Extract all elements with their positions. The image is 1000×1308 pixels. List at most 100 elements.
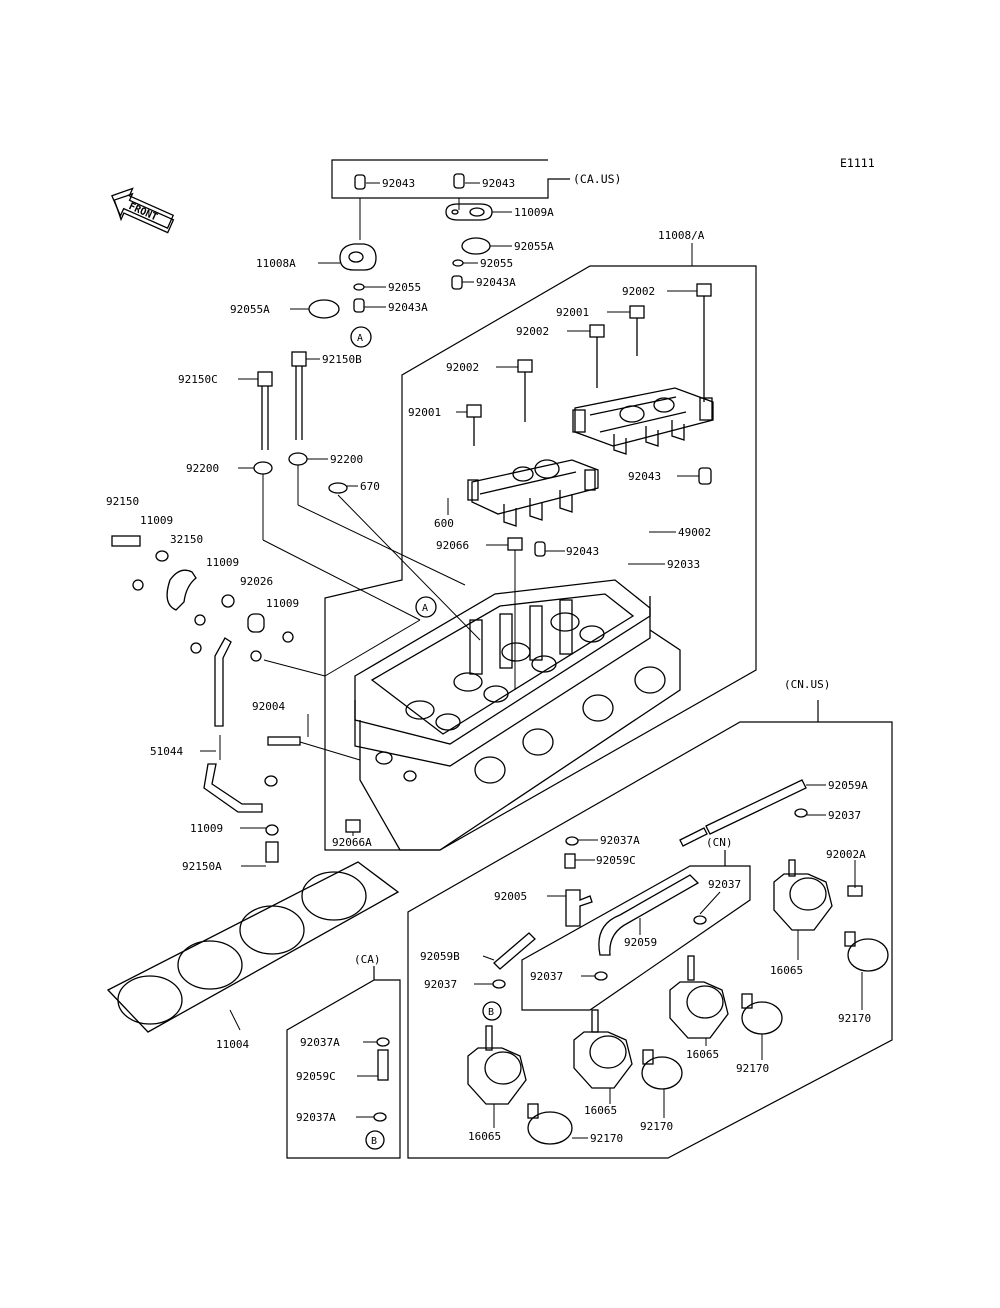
callout-92150: 92150 — [106, 495, 139, 508]
oil-passage-parts — [308, 198, 493, 319]
callout-92150a: 92150A — [182, 860, 222, 873]
ref-marker-b-lower: B — [365, 1130, 385, 1150]
callout-92170: 92170 — [838, 1012, 871, 1025]
callout-92002: 92002 — [622, 285, 655, 298]
callout-92059b: 92059B — [420, 950, 460, 963]
callout-labels: 92043 92043 11009A 11008A 92055A 92055 9… — [106, 177, 871, 1145]
callout-11009: 11009 — [206, 556, 239, 569]
bolt-92001-b-head — [466, 404, 482, 418]
ref-marker-b-upper: B — [482, 1001, 502, 1021]
callout-11009: 11009 — [190, 822, 223, 835]
callout-92037: 92037 — [530, 970, 563, 983]
callout-92037a: 92037A — [600, 834, 640, 847]
group-label-cn-us: (CN.US) — [784, 678, 830, 691]
callout-16065: 16065 — [468, 1130, 501, 1143]
bolt-92002-c-head — [517, 359, 533, 373]
callout-16065: 16065 — [770, 964, 803, 977]
group-label-cn: (CN) — [706, 836, 733, 849]
cylinder-head-body — [354, 579, 681, 851]
camshaft-cap-rear — [572, 387, 714, 455]
callout-92033: 92033 — [667, 558, 700, 571]
bolt-92002-b-head — [589, 324, 605, 338]
o-ring-670 — [328, 482, 348, 494]
callout-92055a: 92055A — [230, 303, 270, 316]
callout-92037: 92037 — [708, 878, 741, 891]
callout-92002: 92002 — [516, 325, 549, 338]
head-gasket-11004 — [106, 861, 400, 1033]
callout-92055: 92055 — [388, 281, 421, 294]
callout-92001: 92001 — [556, 306, 589, 319]
callout-92026: 92026 — [240, 575, 273, 588]
vacuum-hoses — [373, 779, 808, 1122]
svg-text:B: B — [371, 1136, 377, 1147]
ca-us-group: (CA.US) — [331, 159, 621, 199]
stud-92004 — [267, 736, 361, 761]
callout-92055a: 92055A — [514, 240, 554, 253]
callout-92043: 92043 — [628, 470, 661, 483]
callout-92059c: 92059C — [596, 854, 636, 867]
dowel-92043a-right — [451, 275, 463, 290]
svg-text:A: A — [357, 333, 363, 344]
washer-92200-right — [288, 452, 308, 466]
callout-92055: 92055 — [480, 257, 513, 270]
group-label-ca-us: (CA.US) — [573, 172, 621, 186]
front-arrow-icon: FRONT — [111, 187, 175, 234]
dowel-92043a-left — [353, 298, 365, 313]
callout-92005: 92005 — [494, 890, 527, 903]
callout-92037a: 92037A — [296, 1111, 336, 1124]
carburetor-holder-m — [669, 955, 783, 1039]
group-label-ca: (CA) — [354, 953, 381, 966]
callout-92037a: 92037A — [300, 1036, 340, 1049]
ca-group-box — [286, 966, 401, 1159]
callout-11009: 11009 — [266, 597, 299, 610]
callout-92043: 92043 — [566, 545, 599, 558]
callout-92043a: 92043A — [388, 301, 428, 314]
callout-92002a: 92002A — [826, 848, 866, 861]
callout-92004: 92004 — [252, 700, 285, 713]
diagram-code: E1111 — [840, 156, 875, 170]
callout-92002: 92002 — [446, 361, 479, 374]
callout-92200: 92200 — [186, 462, 219, 475]
callout-32150: 32150 — [170, 533, 203, 546]
carburetor-holder-l — [467, 1025, 573, 1145]
callout-92200: 92200 — [330, 453, 363, 466]
callout-11008a: 11008A — [256, 257, 296, 270]
callout-92150b: 92150B — [322, 353, 362, 366]
cn-group-box — [521, 850, 751, 1011]
callout-600: 600 — [434, 517, 454, 530]
leader-lines — [200, 182, 863, 1139]
callout-11009a: 11009A — [514, 206, 554, 219]
o-ring-92055a-right — [461, 237, 491, 255]
svg-text:A: A — [422, 603, 428, 614]
callout-92037: 92037 — [828, 809, 861, 822]
callout-92059c: 92059C — [296, 1070, 336, 1083]
callout-92001: 92001 — [408, 406, 441, 419]
callout-51044: 51044 — [150, 745, 183, 758]
cam-cap-bolts — [466, 283, 712, 690]
callout-92066a: 92066A — [332, 836, 372, 849]
callout-92170: 92170 — [736, 1062, 769, 1075]
dowel-pin-92043-left — [354, 174, 366, 190]
callout-92059: 92059 — [624, 936, 657, 949]
callout-11004: 11004 — [216, 1038, 249, 1051]
camshaft-cap-front — [467, 459, 599, 527]
callout-92043a: 92043A — [476, 276, 516, 289]
dowel-92043-low — [534, 541, 546, 557]
callout-670: 670 — [360, 480, 380, 493]
plug-92066a — [345, 819, 361, 833]
washer-92200-left — [253, 461, 273, 475]
dowel-pin-92043-right — [453, 173, 465, 189]
o-ring-92055a-left — [308, 299, 340, 319]
plug-bolts-92150 — [253, 351, 481, 641]
callout-92043: 92043 — [382, 177, 415, 190]
svg-text:B: B — [488, 1007, 494, 1018]
ref-marker-a-mid: A — [415, 596, 437, 618]
carburetor-holder-b — [573, 1009, 683, 1090]
callout-11009: 11009 — [140, 514, 173, 527]
carburetor-holder-r — [773, 859, 889, 972]
holder-11008a-left — [339, 243, 377, 271]
o-ring-92055-left — [353, 283, 365, 291]
o-ring-92055-right — [452, 259, 464, 267]
callout-92043: 92043 — [482, 177, 515, 190]
